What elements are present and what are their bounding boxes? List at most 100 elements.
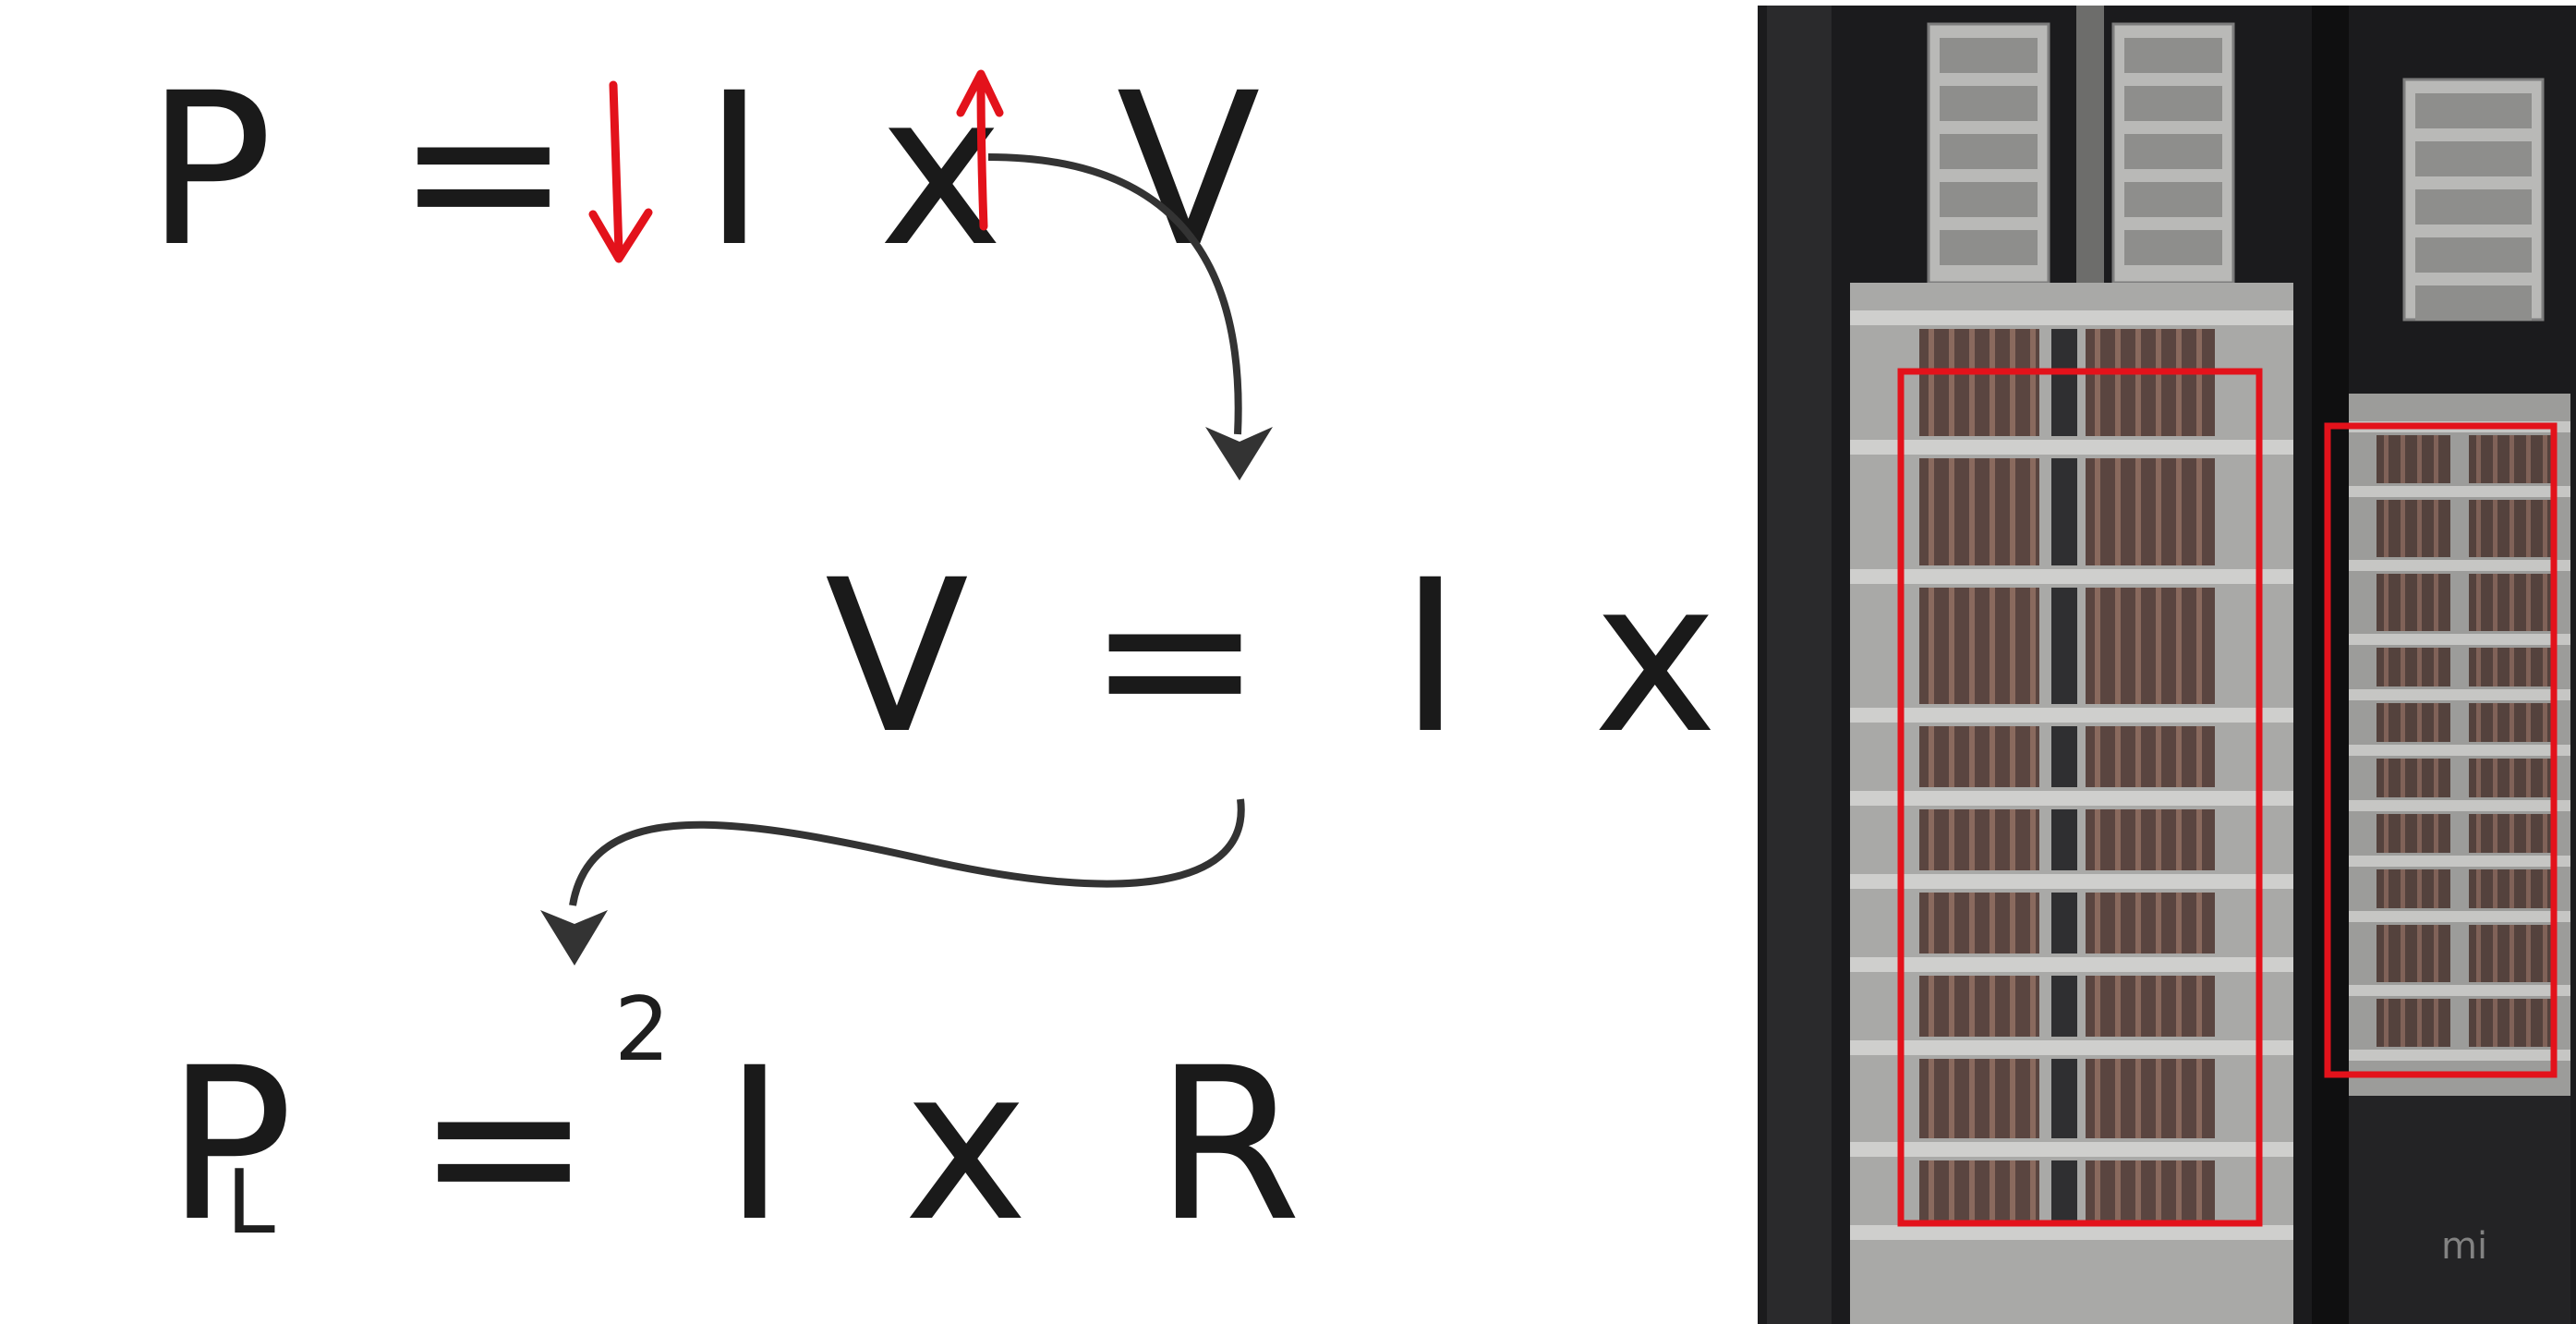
conductor-strip [2095, 458, 2100, 565]
conductor-strip [2509, 500, 2514, 557]
center-spine [2051, 329, 2077, 436]
conductor-strip [2509, 999, 2514, 1047]
conductor-strip [2543, 869, 2547, 908]
conductor-strip [1989, 329, 1995, 436]
frame-rail [2349, 985, 2570, 996]
conductor-strip [2156, 893, 2161, 954]
conductor-strip [2384, 814, 2389, 853]
conductor-strip [1989, 893, 1995, 954]
cable-bundle [2076, 6, 2104, 283]
conductor-strip [2526, 703, 2531, 742]
conductor-strip [2010, 588, 2015, 704]
conductor-strip [2010, 458, 2015, 565]
conductor-strip [2476, 574, 2481, 631]
conductor-strip [1929, 588, 1934, 704]
server-rack-photo: mi [1758, 6, 2576, 1324]
conductor-strip [2509, 759, 2514, 797]
conductor-strip [2476, 925, 2481, 982]
copper-conductor [1919, 329, 2039, 436]
center-spine [2051, 588, 2077, 704]
conductor-strip [1989, 726, 1995, 787]
center-spine [2051, 1059, 2077, 1138]
center-spine [2051, 458, 2077, 565]
conductor-strip [2526, 814, 2531, 853]
conductor-strip [1969, 458, 1975, 565]
conductor-strip [1929, 893, 1934, 954]
conductor-strip [2417, 869, 2422, 908]
conductor-strip [2476, 759, 2481, 797]
conductor-strip [2526, 435, 2531, 483]
current-symbol: I [723, 1022, 786, 1268]
conductor-strip [1969, 588, 1975, 704]
conductor-strip [2196, 976, 2202, 1037]
conductor-strip [1969, 976, 1975, 1037]
conductor-strip [2493, 500, 2497, 557]
conductor-strip [2543, 759, 2547, 797]
conductor-strip [2196, 329, 2202, 436]
conductor-strip [1929, 1160, 1934, 1221]
conductor-strip [2543, 999, 2547, 1047]
conductor-strip [2196, 1059, 2202, 1138]
conductor-strip [2434, 500, 2438, 557]
conductor-strip [2176, 809, 2182, 870]
conductor-strip [2176, 329, 2182, 436]
copper-conductor [1919, 1059, 2039, 1138]
conductor-strip [2493, 574, 2497, 631]
conductor-strip [2176, 726, 2182, 787]
conductor-strip [2010, 893, 2015, 954]
frame-rail [2349, 634, 2570, 645]
conductor-strip [1949, 1160, 1954, 1221]
conductor-strip [1969, 809, 1975, 870]
conductor-strip [2493, 869, 2497, 908]
conductor-strip [2030, 329, 2036, 436]
center-spine [2051, 1160, 2077, 1221]
power-module-slot [2124, 182, 2222, 217]
copper-conductor [1919, 809, 2039, 870]
frame-rail [1850, 310, 2293, 325]
conductor-strip [2543, 500, 2547, 557]
frame-rail [2349, 856, 2570, 867]
conductor-strip [1949, 976, 1954, 1037]
frame-rail [1850, 440, 2293, 455]
conductor-strip [1989, 1160, 1995, 1221]
conductor-strip [2010, 976, 2015, 1037]
conductor-strip [2115, 726, 2121, 787]
conductor-strip [2417, 999, 2422, 1047]
conductor-strip [2509, 925, 2514, 982]
center-spine [2051, 976, 2077, 1037]
center-spine [2051, 809, 2077, 870]
conductor-strip [2196, 726, 2202, 787]
power-module-slot [1940, 38, 2038, 73]
conductor-strip [2543, 814, 2547, 853]
copper-conductor [2086, 1059, 2215, 1138]
power-module-slot [2415, 93, 2532, 128]
current-symbol: I [703, 47, 766, 293]
current-down-arrow-icon [588, 80, 653, 263]
conductor-strip [1949, 329, 1954, 436]
conductor-strip [2115, 588, 2121, 704]
conductor-strip [2115, 893, 2121, 954]
conductor-strip [2115, 976, 2121, 1037]
conductor-strip [2176, 893, 2182, 954]
conductor-strip [2156, 1059, 2161, 1138]
conductor-strip [2401, 999, 2405, 1047]
annotation-layer [540, 69, 1273, 966]
loss-subscript: L [226, 1152, 275, 1254]
power-module-slot [2124, 38, 2222, 73]
frame-rail [1850, 1225, 2293, 1240]
conductor-strip [2095, 588, 2100, 704]
photo-watermark: mi [2441, 1225, 2488, 1268]
times-sign: x [1592, 534, 1718, 780]
conductor-strip [2176, 1059, 2182, 1138]
conductor-strip [2135, 976, 2141, 1037]
conductor-strip [2176, 1160, 2182, 1221]
conductor-strip [2030, 1160, 2036, 1221]
conductor-strip [2176, 458, 2182, 565]
frame-rail [1850, 1142, 2293, 1157]
cabinet-side [1767, 6, 1832, 1324]
conductor-strip [2030, 893, 2036, 954]
conductor-strip [2115, 458, 2121, 565]
voltage-up-arrow-icon [956, 69, 1004, 231]
copper-conductor [1919, 976, 2039, 1037]
conductor-strip [2543, 574, 2547, 631]
